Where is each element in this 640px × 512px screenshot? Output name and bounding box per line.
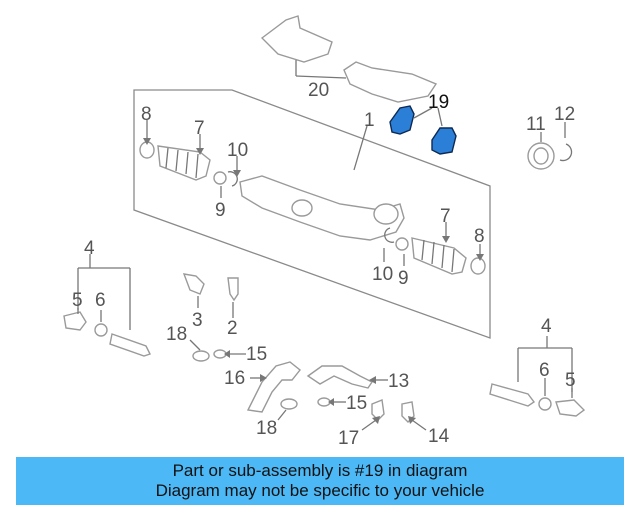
washer-18-lower: [280, 398, 298, 410]
bolt-2: [227, 277, 239, 302]
callout-3: 3: [192, 310, 203, 331]
return-line-13: [306, 365, 374, 389]
part-19-clamp-upper[interactable]: [389, 105, 415, 135]
clamp-right: [395, 237, 409, 251]
callout-13: 13: [388, 371, 409, 392]
callout-5-left: 5: [72, 290, 83, 311]
snap-ring-12: [559, 143, 573, 162]
part-19-clamp-lower[interactable]: [431, 127, 457, 155]
callout-4-left: 4: [84, 238, 95, 259]
callout-19[interactable]: 19: [428, 92, 449, 113]
callout-2: 2: [227, 318, 238, 339]
tie-rod-4-right: [489, 383, 536, 407]
callout-6-left: 6: [95, 290, 106, 311]
callout-8-left: 8: [141, 104, 152, 125]
callout-18-lower: 18: [256, 418, 277, 439]
callout-10-left: 10: [227, 140, 248, 161]
callout-11: 11: [526, 114, 546, 135]
callout-1: 1: [364, 110, 375, 131]
nut-6-left: [94, 323, 108, 337]
washer-18-upper: [192, 350, 210, 362]
bellows-boot-right: [411, 237, 467, 275]
callout-10-right: 10: [372, 264, 393, 285]
callout-6-right: 6: [539, 360, 550, 381]
callout-9-left: 9: [215, 200, 226, 221]
callout-8-right: 8: [474, 226, 485, 247]
rack-housing: [239, 175, 405, 241]
callout-12: 12: [554, 104, 575, 125]
callout-5-right: 5: [565, 370, 576, 391]
lower-mount-bracket: [343, 61, 438, 103]
part-info-banner: Part or sub-assembly is #19 in diagram D…: [16, 457, 624, 505]
callout-4-right: 4: [541, 316, 552, 337]
callout-9-right: 9: [398, 268, 409, 289]
bracket-3: [182, 273, 205, 295]
nut-6-right: [538, 397, 552, 411]
callout-7-right: 7: [440, 206, 451, 227]
callout-18-upper: 18: [166, 324, 187, 345]
callout-15-lower: 15: [346, 393, 367, 414]
tie-rod-end-right: [470, 257, 486, 275]
tie-rod-4-left: [109, 333, 151, 357]
callout-15-upper: 15: [246, 344, 267, 365]
callout-16: 16: [224, 368, 245, 389]
pressure-line-16: [246, 361, 301, 413]
callout-20: 20: [308, 80, 329, 101]
ball-joint-5-left: [63, 311, 87, 331]
steering-rack-parts-diagram: 8 7 10 9 20 1 19 11 12 7 8 10 9 4 5 6 3 …: [63, 15, 586, 449]
clamp-left: [213, 171, 227, 185]
banner-line-disclaimer: Diagram may not be specific to your vehi…: [155, 481, 485, 500]
callout-14: 14: [428, 426, 450, 447]
callout-17: 17: [338, 428, 359, 449]
callout-7-left: 7: [194, 118, 205, 139]
upper-mount-bracket: [260, 15, 333, 63]
assembly-frame: [133, 89, 491, 339]
fitting-17: [371, 399, 385, 421]
banner-line-part: Part or sub-assembly is #19 in diagram: [172, 461, 468, 480]
ball-joint-5-right: [555, 399, 586, 417]
